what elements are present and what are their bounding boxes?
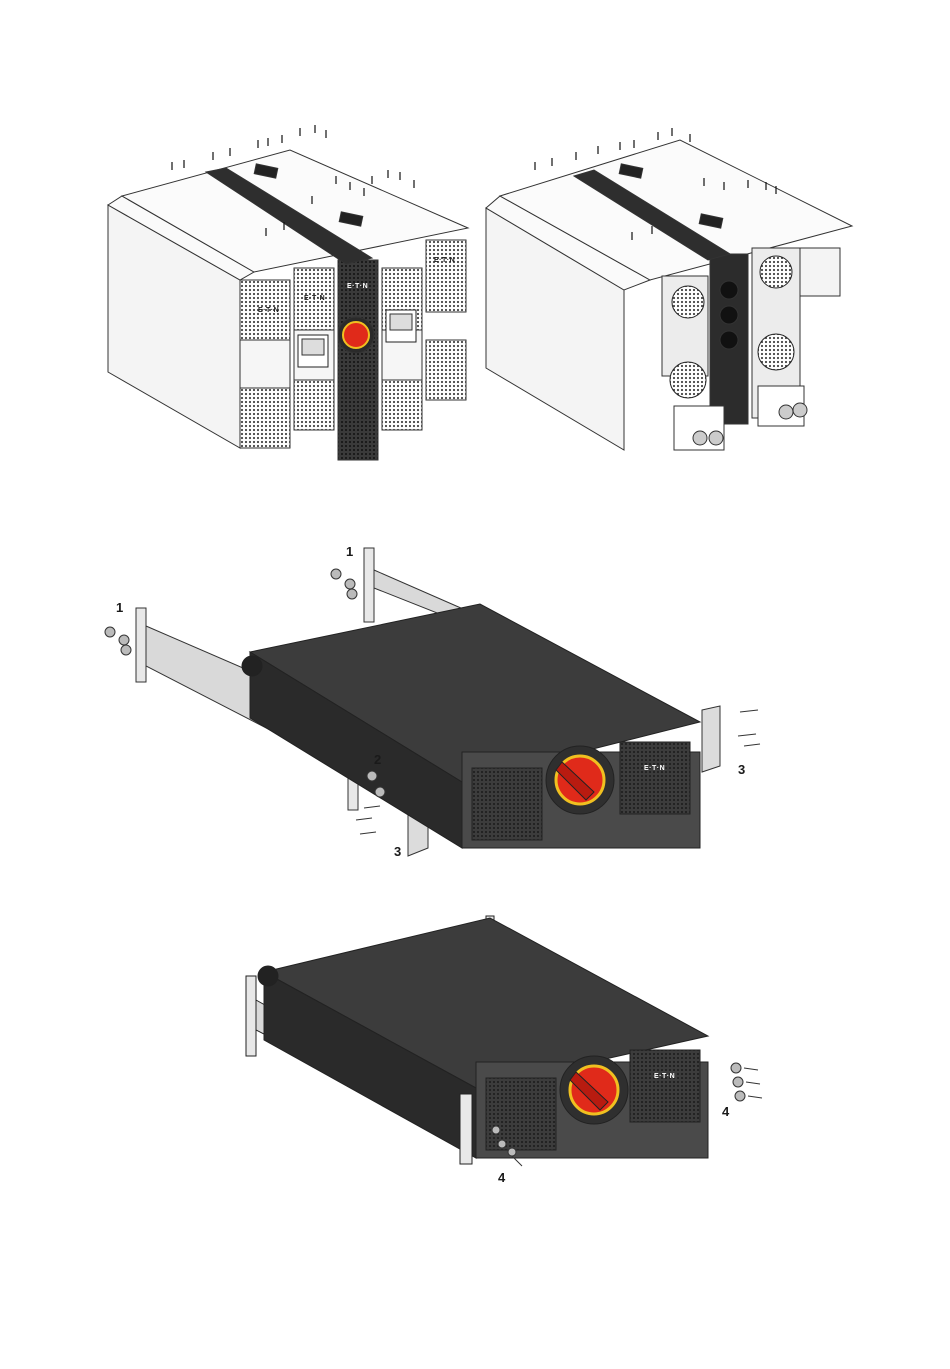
- bottom-figure: E·T·N 4 4: [0, 900, 950, 1200]
- callout-2: 2: [374, 752, 381, 767]
- installed-ups: [246, 916, 708, 1164]
- callout-1: 1: [116, 600, 123, 615]
- ups-chassis: [242, 604, 700, 848]
- callout-4: 4: [722, 1104, 730, 1119]
- middle-figure: E·T·N 1 1 2 3 3: [0, 530, 950, 870]
- front-module-label: E·T·N: [304, 295, 325, 302]
- front-cabinet-assembly: [108, 125, 468, 460]
- front-module-label: E·T·N: [434, 257, 455, 264]
- callout-1: 1: [346, 544, 353, 559]
- rear-cabinet-assembly: [486, 128, 852, 450]
- front-logo: E·T·N: [654, 1073, 675, 1080]
- callout-4: 4: [498, 1170, 506, 1185]
- front-module-label: E·T·N: [258, 307, 279, 314]
- callout-3: 3: [394, 844, 401, 859]
- callout-3: 3: [738, 762, 745, 777]
- front-logo: E·T·N: [644, 765, 665, 772]
- top-figure: E·T·N E·T·N E·T·N E·T·N: [0, 0, 950, 470]
- front-module-label: E·T·N: [347, 283, 368, 290]
